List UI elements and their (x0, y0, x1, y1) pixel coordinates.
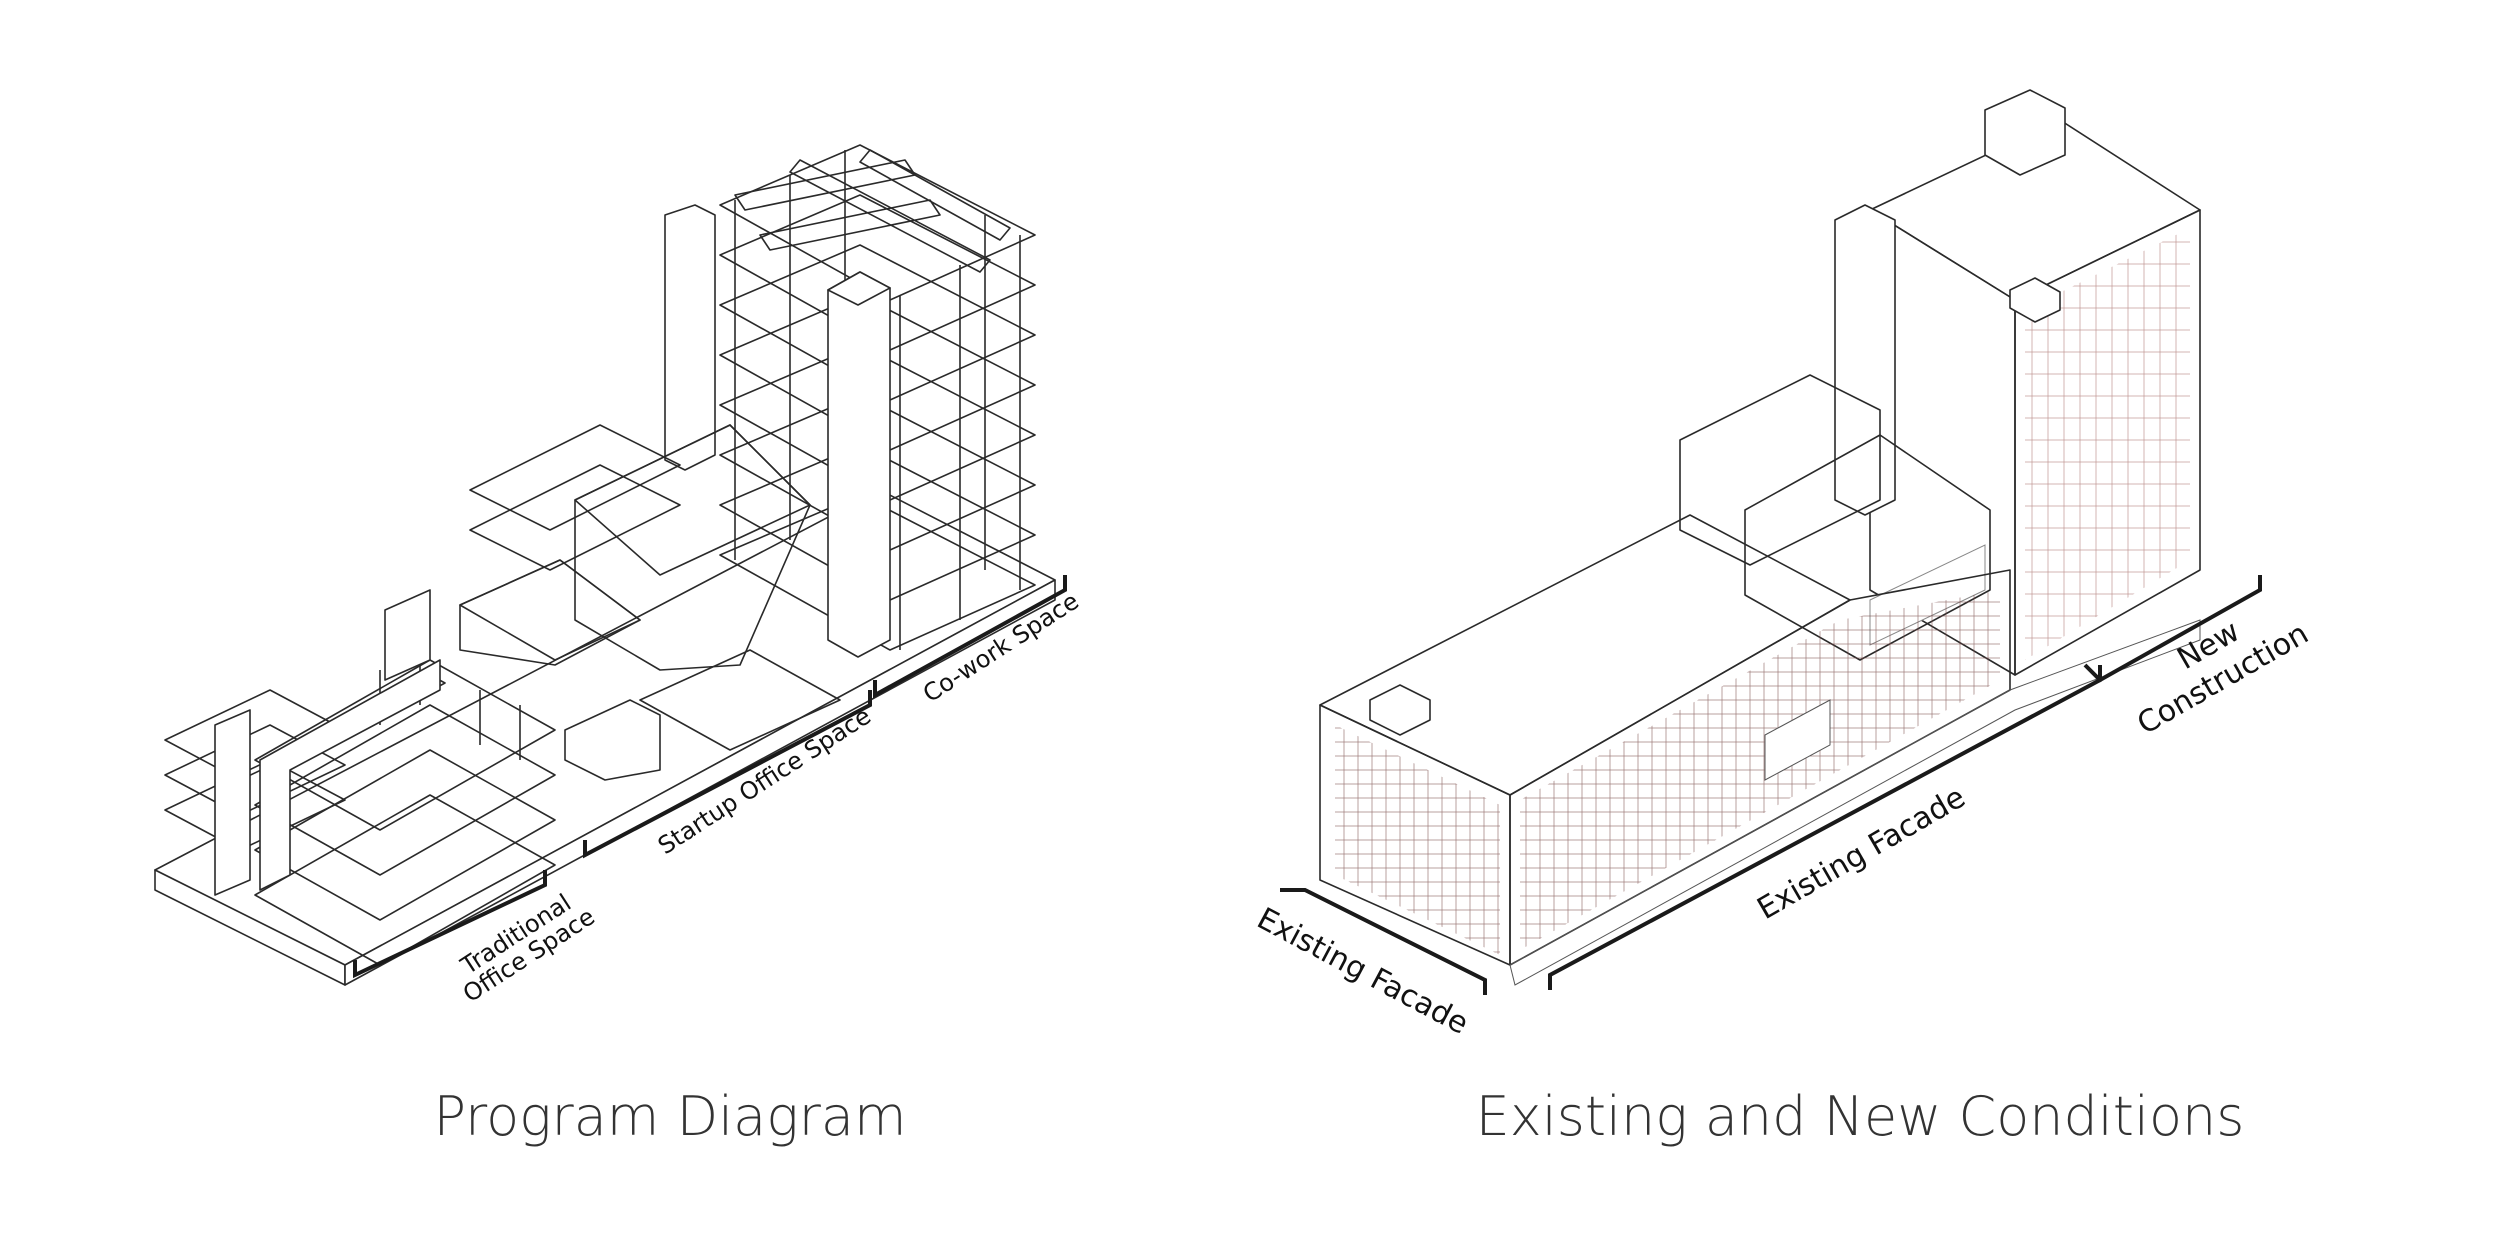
new-tower (1834, 89, 2201, 676)
existing-new-diagram: Existing Facade Existing Facade New Cons… (1251, 89, 2314, 1148)
long-facade (1509, 569, 2011, 966)
short-facade-bracket (1280, 888, 1487, 995)
rooftop-addition (1679, 374, 1881, 566)
long-facade-label: Existing Facade (1752, 780, 1972, 927)
new-construction-bracket (2083, 575, 2262, 683)
traditional-bracket (353, 870, 547, 979)
base-slab (154, 489, 1056, 966)
startup-bracket (583, 690, 872, 859)
cowork-bracket (873, 575, 1067, 699)
existing-new-title: Existing and New Conditions (1476, 1085, 2245, 1148)
program-diagram-title: Program Diagram (433, 1085, 906, 1148)
startup-office (459, 424, 841, 781)
program-diagram: Traditional Office Space Startup Office … (154, 144, 1084, 1148)
traditional-office (164, 589, 556, 966)
cowork-tower (664, 144, 1036, 658)
long-facade-bracket (1548, 665, 2102, 990)
